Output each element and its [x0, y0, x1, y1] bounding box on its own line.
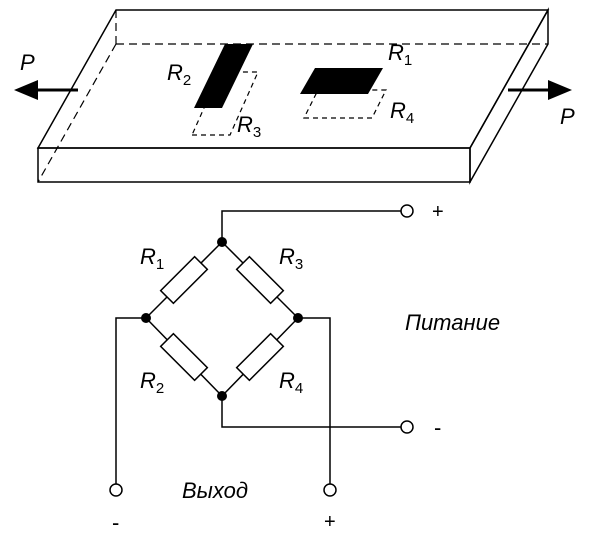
wire-supply-minus [221, 396, 402, 428]
force-arrow-left [14, 80, 78, 100]
terminal-supply-minus [400, 420, 414, 434]
bridge-resistor-r3 [235, 255, 285, 305]
plate [36, 7, 550, 185]
bridge-resistor-r1 [159, 255, 209, 305]
bridge-resistor-r4 [235, 332, 285, 382]
arrow-left-head [14, 80, 38, 100]
node-top [217, 237, 227, 247]
bridge-r1-label: R1 [140, 244, 164, 273]
gauge-r2 [194, 44, 253, 108]
bridge-r3-label: R3 [279, 244, 303, 273]
gauge-r1-label: R1 [388, 40, 412, 69]
bridge [109, 204, 414, 497]
wire-supply-plus [221, 210, 402, 242]
terminal-supply-plus [400, 204, 414, 218]
terminal-output-plus [323, 483, 337, 497]
force-right-label: P [560, 104, 575, 129]
output-plus-sign: + [324, 511, 336, 533]
supply-label: Питание [405, 310, 500, 335]
bridge-r2-label: R2 [140, 368, 164, 397]
supply-plus-sign: + [432, 201, 444, 223]
output-label: Выход [182, 478, 248, 503]
node-right [293, 313, 303, 323]
node-bottom [217, 391, 227, 401]
gauge-r3-hidden [191, 71, 259, 136]
arrow-right-head [548, 80, 572, 100]
gauge-r4-label: R4 [390, 98, 414, 127]
supply-minus-sign: - [434, 415, 441, 440]
force-left-label: P [20, 50, 35, 75]
output-minus-sign: - [112, 510, 119, 535]
plate-hidden-left-edge [37, 43, 117, 183]
bridge-resistor-r2 [159, 332, 209, 382]
bridge-r4-label: R4 [279, 368, 303, 397]
node-left [141, 313, 151, 323]
gauge-r4-hidden [303, 89, 387, 119]
wire-output-minus [115, 317, 146, 484]
plate-front-face [37, 147, 471, 183]
plate-top-face [36, 9, 550, 149]
terminal-output-minus [109, 483, 123, 497]
gauge-r3-label: R3 [237, 112, 261, 141]
gauge-r2-label: R2 [167, 60, 191, 89]
force-arrow-right [508, 80, 572, 100]
wire-output-plus [298, 317, 331, 484]
plate-right-face [469, 7, 549, 185]
gauge-r1 [300, 68, 383, 94]
